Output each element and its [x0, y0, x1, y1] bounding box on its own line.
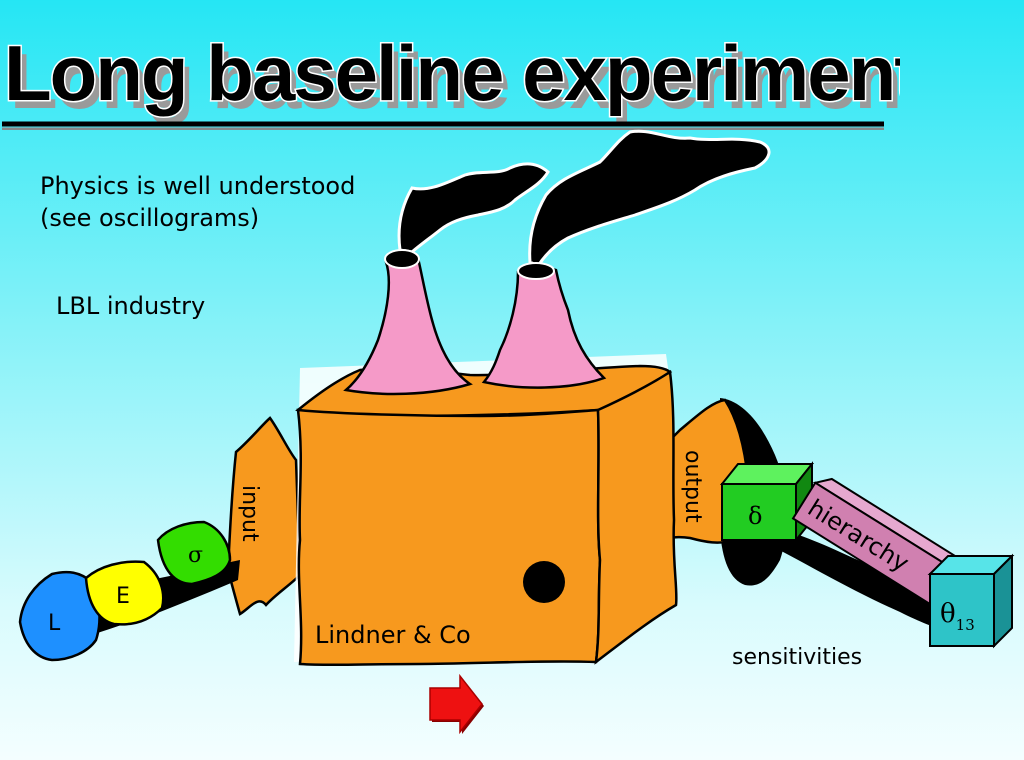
- smoke-left: [397, 162, 550, 254]
- input-L-label: L: [48, 611, 61, 636]
- title-text: Long baseline experiments: [4, 29, 900, 117]
- hierarchy-bar: hierarchy: [791, 477, 974, 607]
- theta-symbol: θ: [940, 599, 956, 629]
- delta-label: δ: [748, 502, 762, 530]
- chimney-left: [343, 255, 473, 396]
- physics-note-line1: Physics is well understood: [40, 172, 356, 200]
- output-trail: [760, 522, 950, 632]
- input-rock-sigma: [156, 520, 232, 586]
- sensitivities-label: sensitivities: [732, 645, 863, 670]
- theta-label: θ13: [940, 599, 975, 634]
- factory-side: [594, 369, 678, 665]
- input-label: input: [237, 485, 262, 542]
- input-rock-E: [84, 560, 165, 626]
- company-label: Lindner & Co: [315, 621, 471, 649]
- delta-cube-front: [721, 483, 797, 541]
- theta-cube-front: [929, 573, 995, 647]
- physics-note: Physics is well understood (see oscillog…: [40, 170, 355, 234]
- industry-label: LBL industry: [56, 292, 206, 320]
- input-E-label: E: [116, 584, 130, 609]
- slide-title: Long baseline experiments Long baseline …: [2, 28, 900, 130]
- factory-hole: [523, 561, 565, 603]
- theta-subscript: 13: [956, 616, 975, 634]
- smoke-right: [528, 129, 771, 268]
- physics-note-line2: (see oscillograms): [40, 204, 260, 232]
- red-right-arrow-icon[interactable]: [429, 673, 484, 735]
- chimney-left-mouth: [384, 249, 420, 269]
- chimney-right-mouth: [517, 262, 555, 280]
- input-sigma-label: σ: [188, 543, 203, 568]
- output-label: output: [680, 450, 705, 523]
- chimney-right: [481, 266, 607, 389]
- title-shadow: Long baseline experiments: [10, 37, 900, 125]
